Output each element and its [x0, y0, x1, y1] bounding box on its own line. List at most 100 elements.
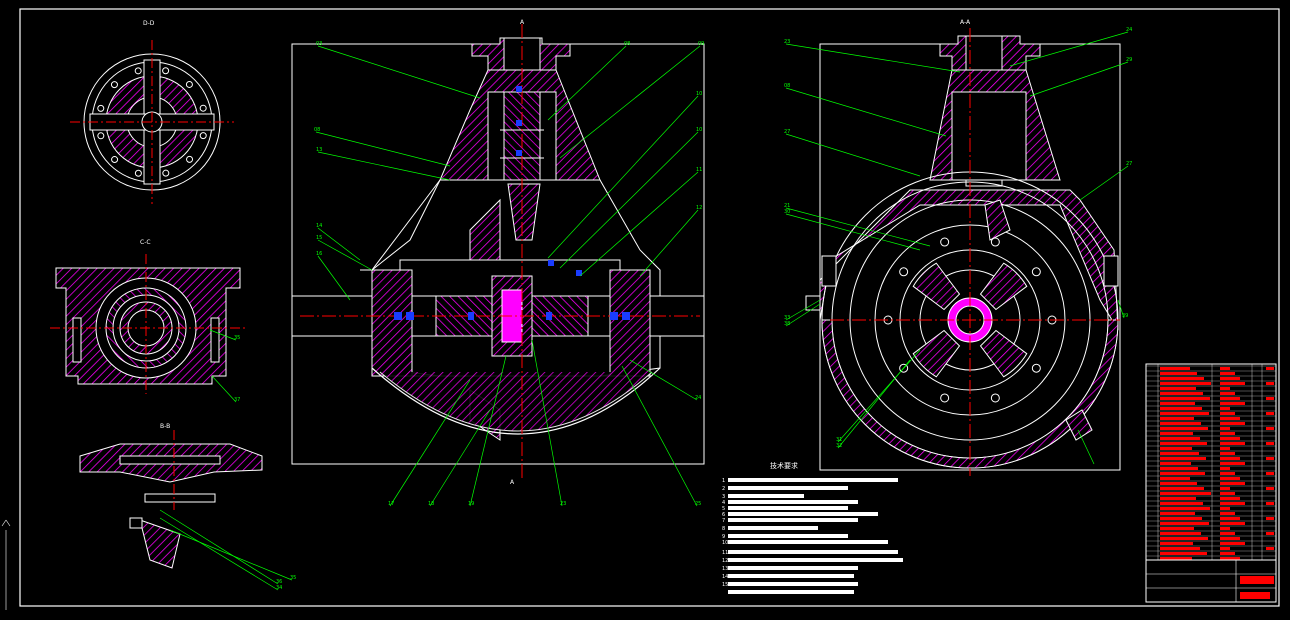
view-right-end: A-A: [805, 19, 1121, 476]
bolt-hole: [199, 104, 207, 112]
tech-text-line: [728, 494, 804, 498]
tech-text-line: [728, 526, 818, 530]
parts-row-material: [1220, 487, 1230, 490]
leader-line: [211, 375, 237, 403]
callout-number: 35: [234, 335, 240, 341]
callout-number: 33: [784, 315, 790, 321]
tech-item-number: 8: [722, 526, 725, 532]
callout-number: 15: [316, 235, 322, 241]
parts-row-material: [1220, 392, 1235, 395]
leader-line: [315, 131, 451, 167]
leader-line: [785, 87, 947, 137]
parts-row-name: [1160, 487, 1204, 490]
parts-row-name: [1160, 542, 1193, 545]
callout-number: 35: [290, 575, 296, 581]
parts-row-material: [1220, 472, 1235, 475]
parts-row-name: [1160, 462, 1191, 465]
parts-row-material: [1220, 407, 1230, 410]
tech-text-line: [728, 478, 898, 482]
bolt-hole: [110, 81, 118, 89]
leader-line: [559, 131, 699, 269]
leader-line: [159, 517, 279, 591]
parts-row-material: [1220, 367, 1230, 370]
bolt-hole: [899, 267, 909, 277]
leader-line: [317, 239, 373, 271]
parts-row-name: [1160, 497, 1196, 500]
parts-row-material: [1220, 432, 1235, 435]
tech-item-number: 1: [722, 478, 725, 484]
parts-row-material: [1220, 382, 1245, 385]
callout-number: 08: [784, 83, 790, 89]
tech-text-line: [728, 506, 848, 510]
tech-item-number: 11: [722, 550, 728, 556]
callout-number: 30: [784, 209, 790, 215]
leader-line: [317, 151, 451, 181]
parts-row-material: [1220, 387, 1230, 390]
parts-row-name: [1160, 547, 1200, 550]
parts-row-name: [1160, 492, 1211, 495]
leader-line: [531, 339, 563, 507]
parts-row-material: [1220, 527, 1230, 530]
bolt-hole: [134, 67, 142, 75]
leader-line: [1077, 429, 1095, 465]
callout-number: 37: [234, 397, 240, 403]
bolt-hole: [186, 155, 194, 163]
parts-row-name: [1160, 412, 1209, 415]
callout-number: 16: [316, 251, 322, 257]
leader-line: [1029, 61, 1129, 97]
callout-number: 23: [784, 39, 790, 45]
parts-row-material: [1220, 522, 1245, 525]
leader-line: [547, 45, 627, 121]
parts-row-material: [1220, 552, 1235, 555]
callout-number: 09: [698, 41, 704, 47]
callout-number: 03: [316, 41, 322, 47]
parts-row-name: [1160, 507, 1210, 510]
view-label-d: D-D: [143, 20, 155, 27]
leader-line: [1009, 31, 1129, 67]
tech-text-line: [728, 566, 858, 570]
tech-text-line: [728, 590, 854, 594]
parts-row-name: [1160, 527, 1194, 530]
parts-row-material: [1220, 477, 1240, 480]
tech-item-number: 14: [722, 574, 728, 580]
view-label-a: A-A: [960, 19, 971, 26]
parts-row-material: [1220, 372, 1235, 375]
parts-row-material: [1220, 547, 1230, 550]
parts-row-material: [1220, 422, 1245, 425]
leader-line: [785, 299, 821, 321]
tech-item-number: 12: [722, 558, 728, 564]
tech-text-line: [728, 500, 858, 504]
callout-number: 11: [696, 167, 702, 173]
callout-number: 34: [276, 585, 282, 591]
parts-row-name: [1160, 437, 1200, 440]
leader-line: [429, 409, 491, 507]
parts-row-name: [1160, 502, 1203, 505]
parts-row-name: [1160, 407, 1202, 410]
callout-number: 39: [1122, 313, 1128, 319]
ucs-icon: [1, 519, 11, 610]
parts-row-name: [1160, 392, 1203, 395]
parts-row-material: [1220, 437, 1240, 440]
parts-row-material: [1220, 377, 1240, 380]
tech-text-line: [728, 540, 888, 544]
parts-row-material: [1220, 397, 1240, 400]
tech-item-number: 13: [722, 566, 728, 572]
view-b-b: B-B: [79, 423, 263, 569]
bolt-hole: [990, 393, 1000, 403]
parts-row-material: [1220, 452, 1235, 455]
leader-line: [389, 379, 471, 507]
view-label-b: B-B: [160, 423, 170, 430]
parts-row-material: [1220, 542, 1245, 545]
drawing-border: [19, 8, 1280, 607]
parts-row-name: [1160, 427, 1208, 430]
callout-number: 10: [696, 91, 702, 97]
parts-row-name: [1160, 382, 1211, 385]
parts-row-name: [1160, 397, 1210, 400]
parts-row-material: [1220, 457, 1240, 460]
parts-row-name: [1160, 532, 1201, 535]
leader-line: [629, 359, 698, 401]
callout-number: 08: [624, 41, 630, 47]
